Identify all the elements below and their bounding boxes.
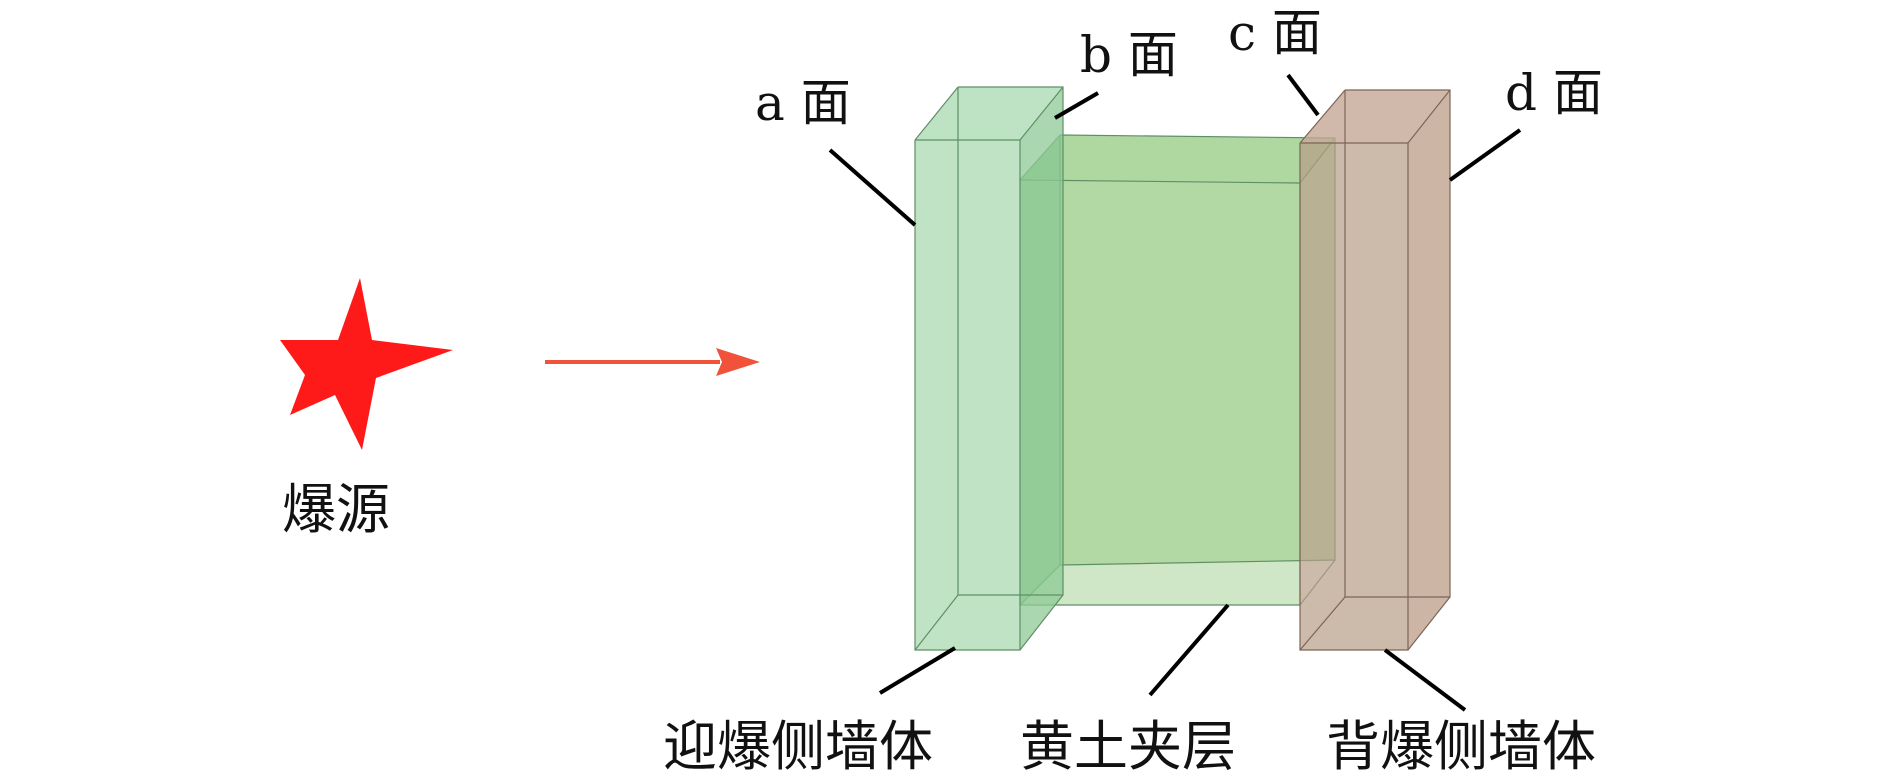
arrow-right-icon	[545, 348, 760, 376]
back-wall-block	[1299, 89, 1451, 651]
loess-layer-block	[1019, 134, 1336, 606]
blast-source-label: 爆源	[282, 478, 390, 541]
face-d-label: d 面	[1505, 64, 1603, 122]
face-a-label: a 面	[755, 74, 851, 132]
leader-c-face	[1286, 73, 1320, 117]
leader-loess-layer	[1148, 603, 1230, 697]
back-wall-label: 背爆侧墙体	[1326, 715, 1596, 778]
leader-front-wall	[878, 646, 957, 695]
leader-back-wall	[1383, 648, 1467, 712]
front-wall-block	[914, 86, 1064, 651]
leader-d-face	[1448, 128, 1522, 182]
leader-a-face	[828, 148, 917, 227]
loess-layer-label: 黄土夹层	[1020, 715, 1236, 778]
face-c-label: c 面	[1228, 4, 1322, 62]
blast-star-icon	[280, 278, 453, 450]
face-b-label: b 面	[1080, 26, 1178, 84]
leader-b-face	[1053, 91, 1100, 120]
front-wall-label: 迎爆侧墙体	[663, 715, 933, 778]
